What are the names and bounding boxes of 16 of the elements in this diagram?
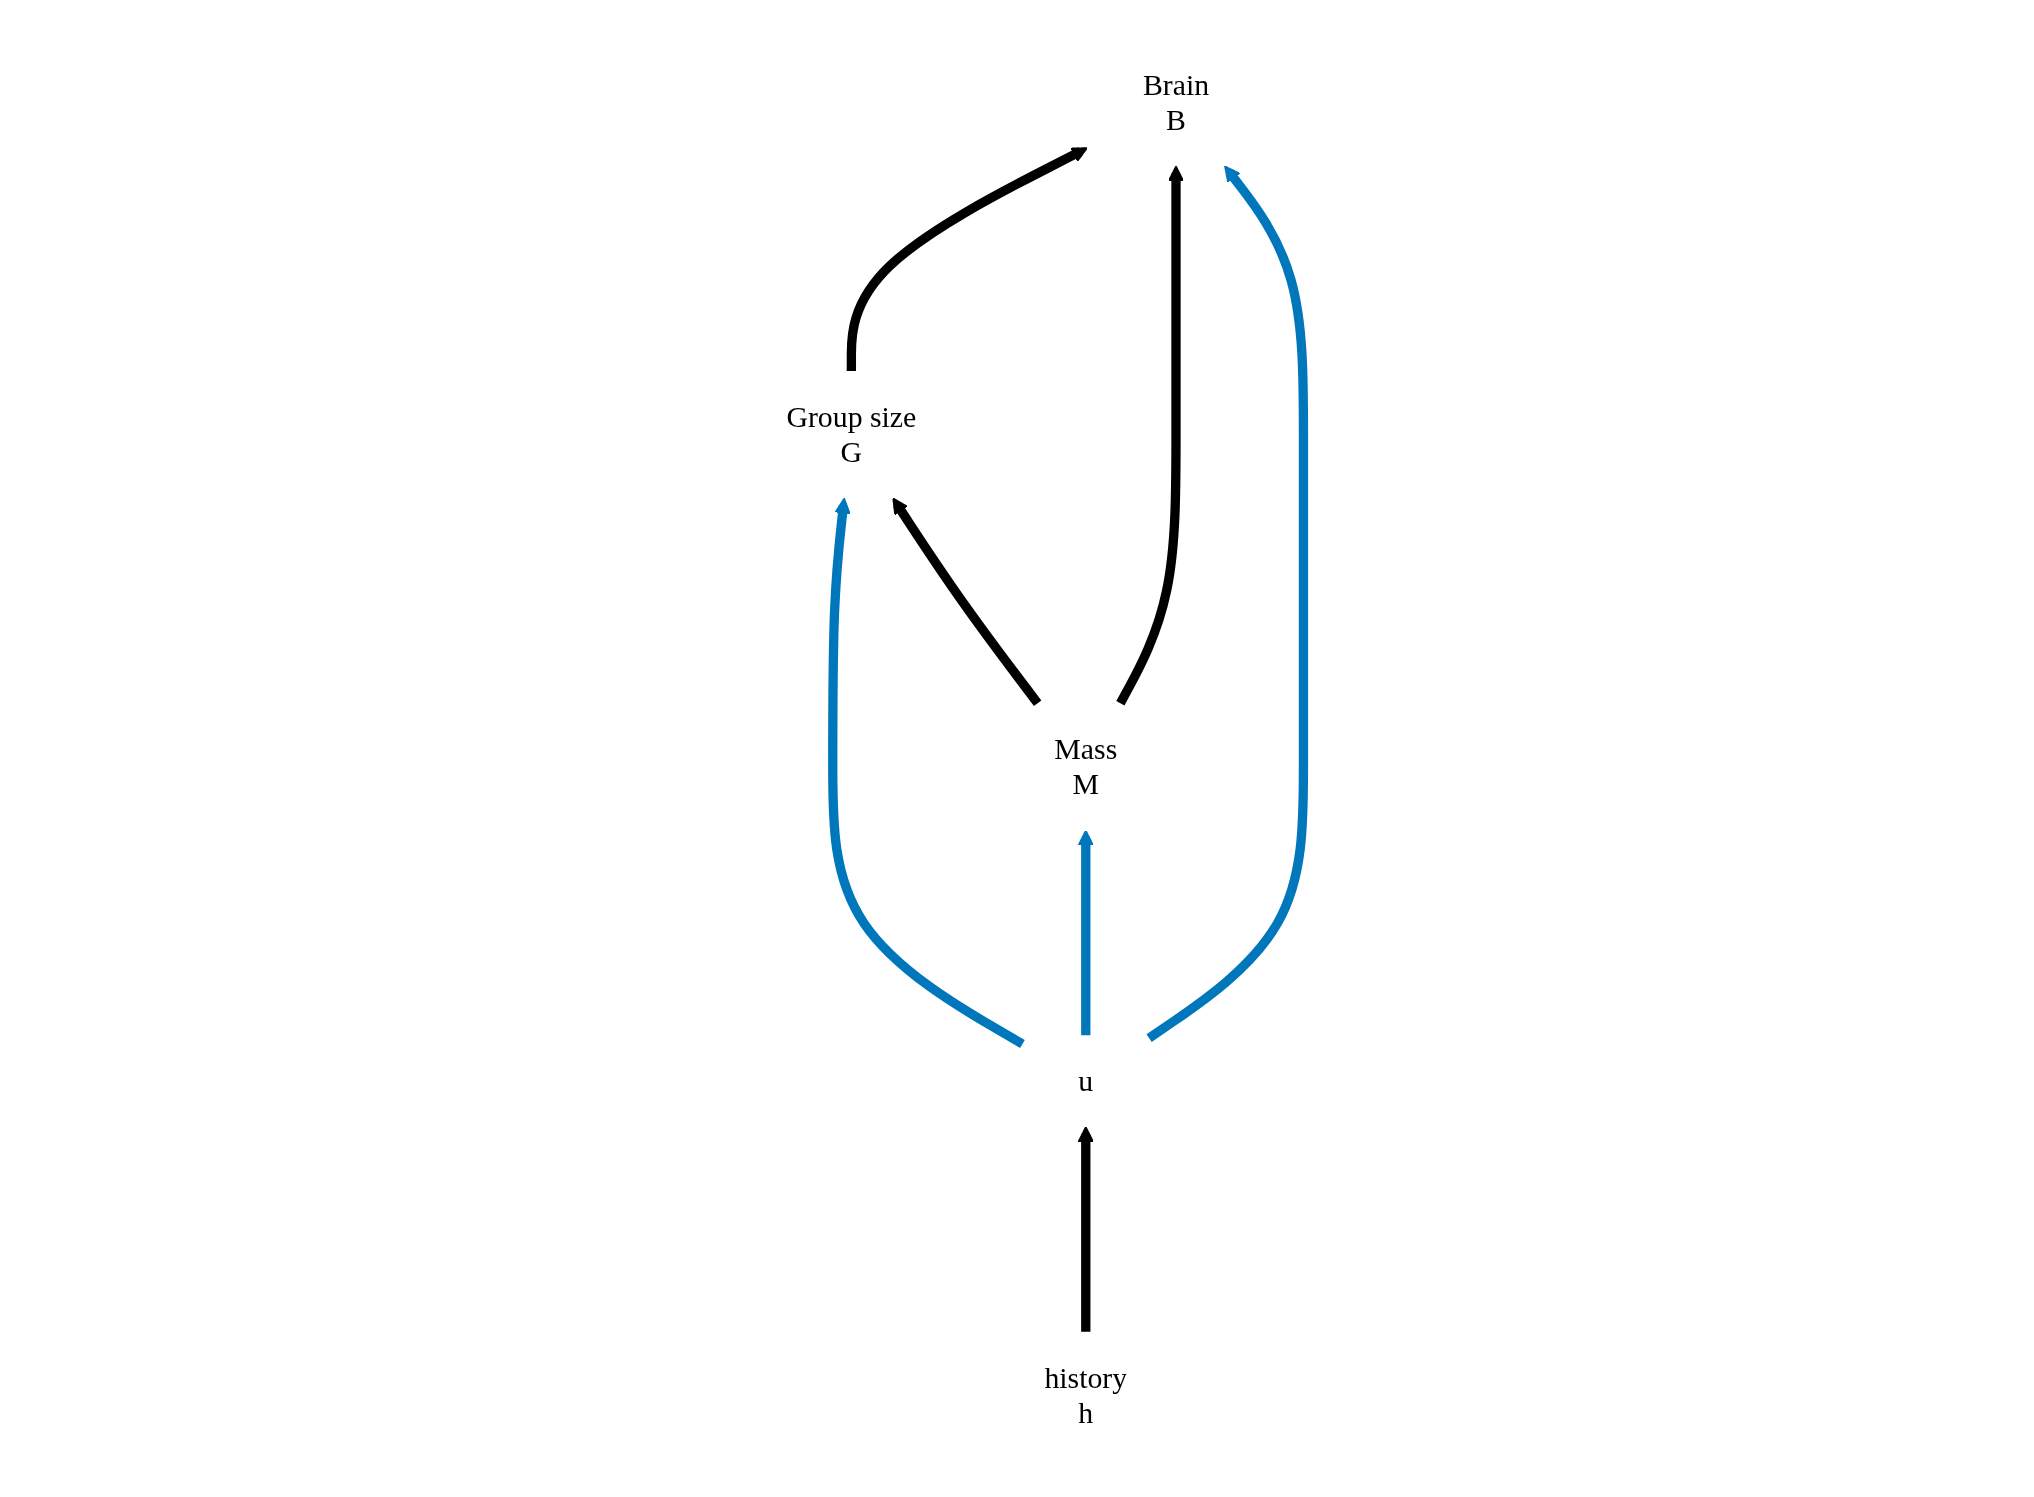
- node-text: u: [1078, 1064, 1094, 1097]
- arrow: [1116, 164, 1185, 705]
- arrow: [1077, 1125, 1094, 1332]
- arrow: [846, 146, 1088, 371]
- node-text: G: [840, 436, 863, 468]
- node-label: history: [1044, 1361, 1128, 1393]
- arrow: [1077, 829, 1094, 1035]
- node-text: M: [1072, 768, 1100, 800]
- arrow: [828, 497, 1025, 1048]
- arrow: [892, 497, 1042, 706]
- node-label: Group size: [786, 400, 917, 432]
- node-text: B: [1166, 103, 1186, 136]
- node-text: h: [1078, 1396, 1094, 1429]
- arrow: [1146, 164, 1309, 1042]
- node-label: Brain: [1142, 68, 1210, 100]
- node-label: Mass: [1054, 732, 1118, 765]
